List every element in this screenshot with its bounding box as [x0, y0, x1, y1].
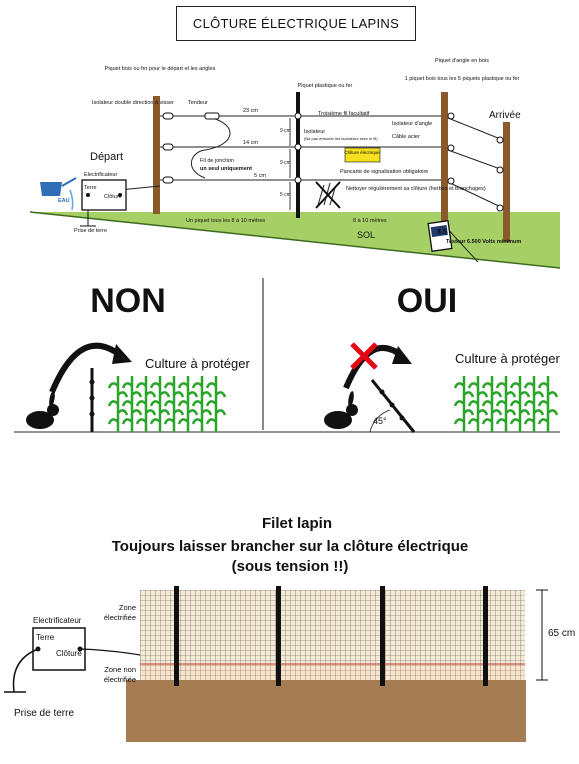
- zone-electrified-label-1: Zone: [119, 603, 136, 612]
- net-title: Filet lapin: [262, 515, 332, 532]
- spacing-2-label: 8 à 10 mètres: [353, 218, 387, 224]
- post-middle-label: Piquet plastique ou fer: [298, 83, 353, 89]
- crop-plant-icon: [163, 376, 185, 432]
- junction-label-2: un seul uniquement: [200, 166, 252, 172]
- gap-5-label: 5 cm: [280, 192, 291, 198]
- watering-can-icon: [40, 177, 77, 211]
- terre-label: Terre: [84, 185, 97, 191]
- wire-14-label: 14 cm: [243, 140, 258, 146]
- isolator-mid-note: (Ne pas entourer les isolateurs avec le …: [304, 136, 378, 141]
- energizer-label: Electrificateur: [84, 172, 117, 178]
- crop-right-label: Culture à protéger: [455, 351, 560, 366]
- rabbit-icon: [324, 391, 358, 429]
- crop-plant-icon: [149, 376, 171, 432]
- crop-plant-icon: [121, 376, 143, 432]
- energizer-terminal-icon: [86, 193, 90, 197]
- post-start: [153, 96, 160, 214]
- piquet-spacing-label: Un piquet tous les 8 à 10 mètres: [186, 218, 265, 224]
- crop-plant-icon: [523, 376, 545, 432]
- sign-text: Clôture électrique: [344, 150, 380, 155]
- tester-label: Testeur 6.500 Volts minimum: [446, 239, 521, 245]
- crop-plant-icon: [177, 376, 199, 432]
- net-height-label: 65 cm: [548, 628, 575, 639]
- wire-23-label: 23 cm: [243, 108, 258, 114]
- crop-plant-icon: [205, 376, 227, 432]
- tester-value: 8.5: [437, 229, 447, 236]
- weed-cross-icon: [315, 181, 341, 209]
- post-corner: [441, 92, 448, 232]
- crop-plant-icon: [467, 376, 489, 432]
- net-terre-label: Terre: [36, 633, 55, 642]
- low-fence-left: [89, 368, 95, 432]
- crop-plant-icon: [191, 376, 213, 432]
- net-warning-2: (sous tension !!): [232, 558, 349, 575]
- cloture-label: Clôture: [104, 194, 122, 200]
- angle-label: 45°: [373, 416, 387, 426]
- net-height-dimension: [536, 589, 548, 681]
- net-prise-terre-label: Prise de terre: [14, 708, 74, 719]
- red-cross-icon: [350, 342, 378, 370]
- crop-plant-icon: [135, 376, 157, 432]
- isolator-double-label: Isolateur double direction à visser: [92, 100, 174, 106]
- page-title: CLÔTURE ÉLECTRIQUE LAPINS: [176, 6, 416, 41]
- crop-plant-icon: [509, 376, 531, 432]
- crops-left: [107, 376, 227, 432]
- net-warning-1: Toujours laisser brancher sur la clôture…: [112, 538, 469, 555]
- isolator-mid-label: Isolateur: [304, 129, 325, 135]
- gap-9b-label: 9 cm: [280, 160, 291, 166]
- isolator-angle-label: Isolateur d'angle: [392, 121, 432, 127]
- zone-non-label-1: Zone non: [104, 665, 136, 674]
- clean-label: Nettoyer régulièrement sa clôture (herbe…: [346, 186, 486, 192]
- isolators: [162, 112, 504, 212]
- post-arrival: [503, 122, 510, 242]
- crop-left-label: Culture à protéger: [145, 356, 250, 371]
- prise-terre-label: Prise de terre: [74, 228, 107, 234]
- jump-arrow-left: [49, 342, 122, 394]
- sol-label: SOL: [357, 230, 375, 240]
- wire-5-label: 5 cm: [254, 173, 266, 179]
- net-ground-wire: [12, 648, 39, 693]
- post-start-label: Piquet bois ou fer pour le départ et les…: [105, 66, 216, 72]
- arrow-head-icon: [112, 344, 132, 364]
- eau-label: EAU: [58, 198, 70, 204]
- zone-non-label-2: électrifiée: [104, 675, 136, 684]
- rabbit-icon: [26, 391, 59, 429]
- energizer-terminal-icon: [118, 193, 122, 197]
- crop-plant-icon: [481, 376, 503, 432]
- crop-plant-icon: [495, 376, 517, 432]
- net-mesh-ground: [140, 664, 525, 680]
- third-wire-label: Troisième fil facultatif: [318, 111, 370, 117]
- warning-sign: [344, 147, 381, 163]
- net-cloture-label: Clôture: [56, 649, 82, 658]
- non-label: NON: [90, 282, 166, 320]
- net-mesh-electrified: [140, 590, 525, 664]
- net-feed-wire: [79, 648, 141, 656]
- gap-9a-label: 9 cm: [280, 128, 291, 134]
- post-corner-label: Piquet d'angle en bois: [435, 58, 489, 64]
- post-middle: [296, 92, 300, 218]
- tendeur-label: Tendeur: [188, 100, 208, 106]
- arrivee-label: Arrivée: [489, 110, 521, 121]
- junction-label: Fil de jonction: [200, 158, 234, 164]
- crop-plant-icon: [453, 376, 475, 432]
- voltage-tester-icon: [427, 220, 453, 252]
- angled-fence-right: [369, 379, 416, 433]
- tendeur-icon: [204, 112, 220, 120]
- soil-block: [126, 680, 526, 742]
- depart-label: Départ: [90, 151, 123, 163]
- net-posts: [174, 586, 488, 686]
- post-corner-sub: 1 piquet bois tous les 5 piquets plastiq…: [405, 76, 520, 82]
- zone-electrified-label-2: électrifiée: [104, 613, 136, 622]
- crops-right: [453, 376, 559, 432]
- oui-label: OUI: [397, 282, 457, 320]
- crop-plant-icon: [107, 376, 129, 432]
- sign-label: Pancarte de signalisation obligatoire: [340, 169, 428, 175]
- arrow-head-icon: [392, 346, 412, 364]
- net-energizer-label: Electrificateur: [33, 616, 82, 625]
- cable-acier-label: Câble acier: [392, 134, 420, 140]
- crop-plant-icon: [537, 376, 559, 432]
